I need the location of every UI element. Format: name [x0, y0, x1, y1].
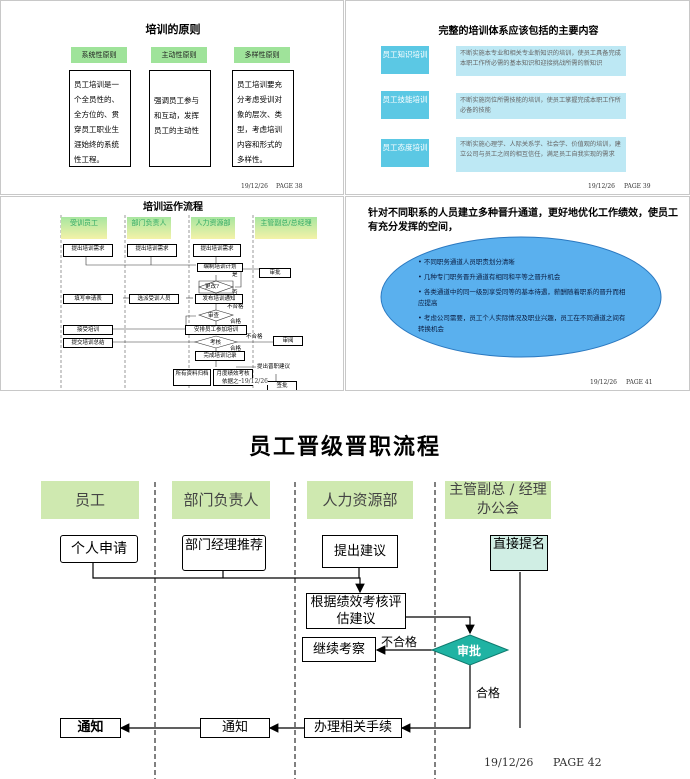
- content-label: 员工态度培训: [381, 139, 429, 167]
- slide-title: 培训运作流程: [143, 202, 203, 213]
- flow-label: 是: [232, 272, 238, 278]
- bullet-item: • 考虑公司需要，员工个人实际情况及职业兴趣，员工在不同通道之间有转换机会: [418, 314, 626, 333]
- decision-diamond: [198, 309, 234, 322]
- flow-label: 不合格: [246, 334, 263, 340]
- flow-step: 完成培训记录: [195, 351, 245, 361]
- footer-date: 19/12/26: [241, 378, 268, 385]
- lane-header: 主管副总/总经理: [255, 217, 317, 239]
- flow-step-evaluate: 根据绩效考核评估建议: [306, 593, 406, 629]
- main-flow-lines: [92, 482, 521, 779]
- flow-step-notify-hr: 通知: [200, 718, 270, 738]
- flow-lines: [60, 215, 277, 390]
- flow-step: 发布培训通知: [195, 294, 243, 304]
- flow-step: 提出培训需求: [127, 244, 177, 257]
- flow-step-notify-employee: 通知: [60, 718, 121, 738]
- lane-header: 员工: [41, 481, 139, 519]
- lane-header: 受训员工: [61, 217, 107, 239]
- flow-label: 不合格: [227, 304, 244, 310]
- bullet-item: • 不同职务通道人员职责划分清晰: [418, 258, 515, 266]
- flow-step: 审阅: [273, 336, 303, 346]
- flow-step: 签批: [267, 381, 297, 390]
- content-desc: 不断实施心理学、人际关系学、社会学、价值观的培训，建立公司与员工之间的相互信任，…: [456, 137, 626, 172]
- flow-label: 否: [232, 290, 238, 296]
- principle-desc: 员工培训要充分考虑受训对象的层次、类型，考虑培训内容和形式的多样性。: [232, 70, 294, 167]
- flow-label: 提出晋职建议: [257, 364, 291, 370]
- slide-title: 培训的原则: [145, 23, 201, 36]
- slide-training-flow[interactable]: 培训运作流程: [0, 196, 344, 391]
- content-desc: 不断实施岗位所需技能的培训，使员工掌握完成本职工作所必备的技能: [456, 93, 626, 119]
- flow-step-direct: 直接提名: [490, 535, 548, 571]
- flow-step-process: 办理相关手续: [304, 718, 402, 738]
- flow-step: 安排员工参加培训: [185, 325, 247, 335]
- principle-desc: 强调员工参与和互动，发挥员工的主动性: [149, 70, 211, 167]
- decision-diamond: [193, 335, 239, 349]
- principle-tag: 系统性原则: [71, 47, 127, 63]
- ellipse-background: [380, 236, 662, 358]
- content-label: 员工知识培训: [381, 46, 429, 74]
- flow-label: 审查: [208, 313, 220, 319]
- lane-header: 人力资源部: [191, 217, 235, 239]
- lane-header: 主管副总 / 经理办公会: [445, 481, 551, 519]
- approval-diamond: [430, 634, 510, 666]
- bullet-item: • 各类通道中的同一级别享受同等的基本待遇，薪酬随着职系的晋升而相应提高: [418, 288, 626, 307]
- footer-date: 19/12/26: [588, 183, 615, 190]
- flow-step-recommend: 部门经理推荐: [182, 535, 266, 571]
- flow-step: 所有资料归档: [173, 369, 211, 386]
- footer-page: PAGE 41: [626, 379, 653, 386]
- bullet-list: • 不同职务通道人员职责划分清晰 • 几种专门职务晋升通道有相同和平等之晋升机会…: [418, 257, 628, 335]
- decision-diamond: [198, 280, 234, 294]
- principle-desc: 员工培训是一个全员性的、全方位的、贯穿员工职业生涯始终的系统性工程。: [69, 70, 131, 167]
- slide-training-system[interactable]: 完整的培训体系应该包括的主要内容 员工知识培训 不断实施本专业和相关专业新知识的…: [345, 0, 690, 195]
- flow-label: 更改?: [205, 284, 219, 290]
- footer-page: PAGE 42: [553, 756, 602, 769]
- slide-title: 针对不同职系的人员建立多种晋升通道，更好地优化工作绩效，使员工有充分发挥的空间，: [368, 208, 678, 233]
- flow-step-continue: 继续考察: [302, 637, 376, 662]
- flow-step: 提出培训需求: [193, 244, 241, 257]
- slide-promotion-flow[interactable]: 员工晋级晋职流程 员工 部门负责人 人力资源部 主管副总: [0, 392, 690, 779]
- content-desc: 不断实施本专业和相关专业新知识的培训，使员工具备完成本职工作所必需的基本知识和迎…: [456, 46, 626, 76]
- slide-title: 完整的培训体系应该包括的主要内容: [438, 26, 599, 37]
- approve-label: 审批: [457, 644, 482, 658]
- flow-step: 接受培训: [63, 325, 113, 335]
- flow-step: 审批: [259, 268, 291, 278]
- footer-date: 19/12/26: [241, 183, 268, 190]
- footer-date: 19/12/26: [590, 379, 617, 386]
- flow-step: 填写申请表: [63, 294, 113, 304]
- flow-label: 考核: [210, 340, 222, 346]
- principle-tag: 主动性原则: [151, 47, 207, 63]
- bullet-item: • 几种专门职务晋升通道有相同和平等之晋升机会: [418, 273, 561, 281]
- flow-step: 提出培训需求: [63, 244, 113, 257]
- flow-step: 提交培训总结: [63, 338, 113, 348]
- flow-step-suggest: 提出建议: [322, 535, 398, 568]
- lane-header: 部门负责人: [172, 481, 270, 519]
- flow-label: 合格: [230, 346, 242, 352]
- lane-header: 部门负责人: [127, 217, 171, 239]
- content-label: 员工技能培训: [381, 91, 429, 119]
- footer-page: PAGE 38: [276, 183, 303, 190]
- flow-step-apply: 个人申请: [60, 535, 138, 563]
- principle-tag: 多样性原则: [234, 47, 290, 63]
- pass-label: 合格: [476, 686, 501, 700]
- page-title: 员工晋级晋职流程: [248, 435, 441, 460]
- flow-step: 选派受训人员: [129, 294, 179, 304]
- slide-promotion-channels[interactable]: 针对不同职系的人员建立多种晋升通道，更好地优化工作绩效，使员工有充分发挥的空间，…: [345, 196, 690, 391]
- slide-training-principles[interactable]: 培训的原则 系统性原则 主动性原则 多样性原则 员工培训是一个全员性的、全方位的…: [0, 0, 344, 195]
- footer-date: 19/12/26: [484, 756, 534, 769]
- footer-page: PAGE 39: [624, 183, 651, 190]
- lane-header: 人力资源部: [307, 481, 413, 519]
- fail-label: 不合格: [381, 635, 418, 649]
- flow-label: 合格: [230, 319, 242, 325]
- flow-step: 编制培训计划: [197, 263, 243, 272]
